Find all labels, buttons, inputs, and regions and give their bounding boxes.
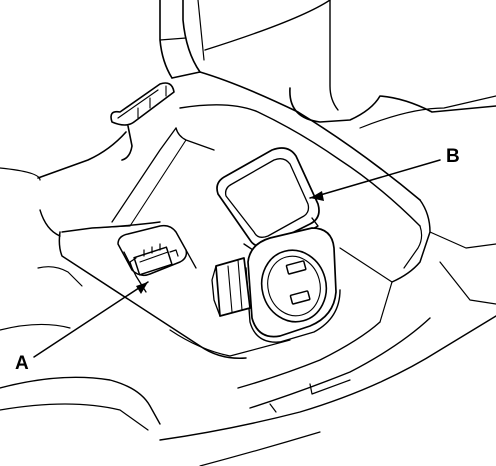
callout-label-a: A [15,353,29,374]
leader-line-b [309,159,441,199]
arrowhead-b [310,191,324,201]
leader-lines [33,159,441,358]
power-outlet-b [211,147,341,343]
callout-label-b: B [446,146,460,167]
arrowhead-a [136,282,148,294]
lid-hinge [110,82,175,161]
leader-line-a [33,281,149,358]
connector-a [117,224,197,293]
